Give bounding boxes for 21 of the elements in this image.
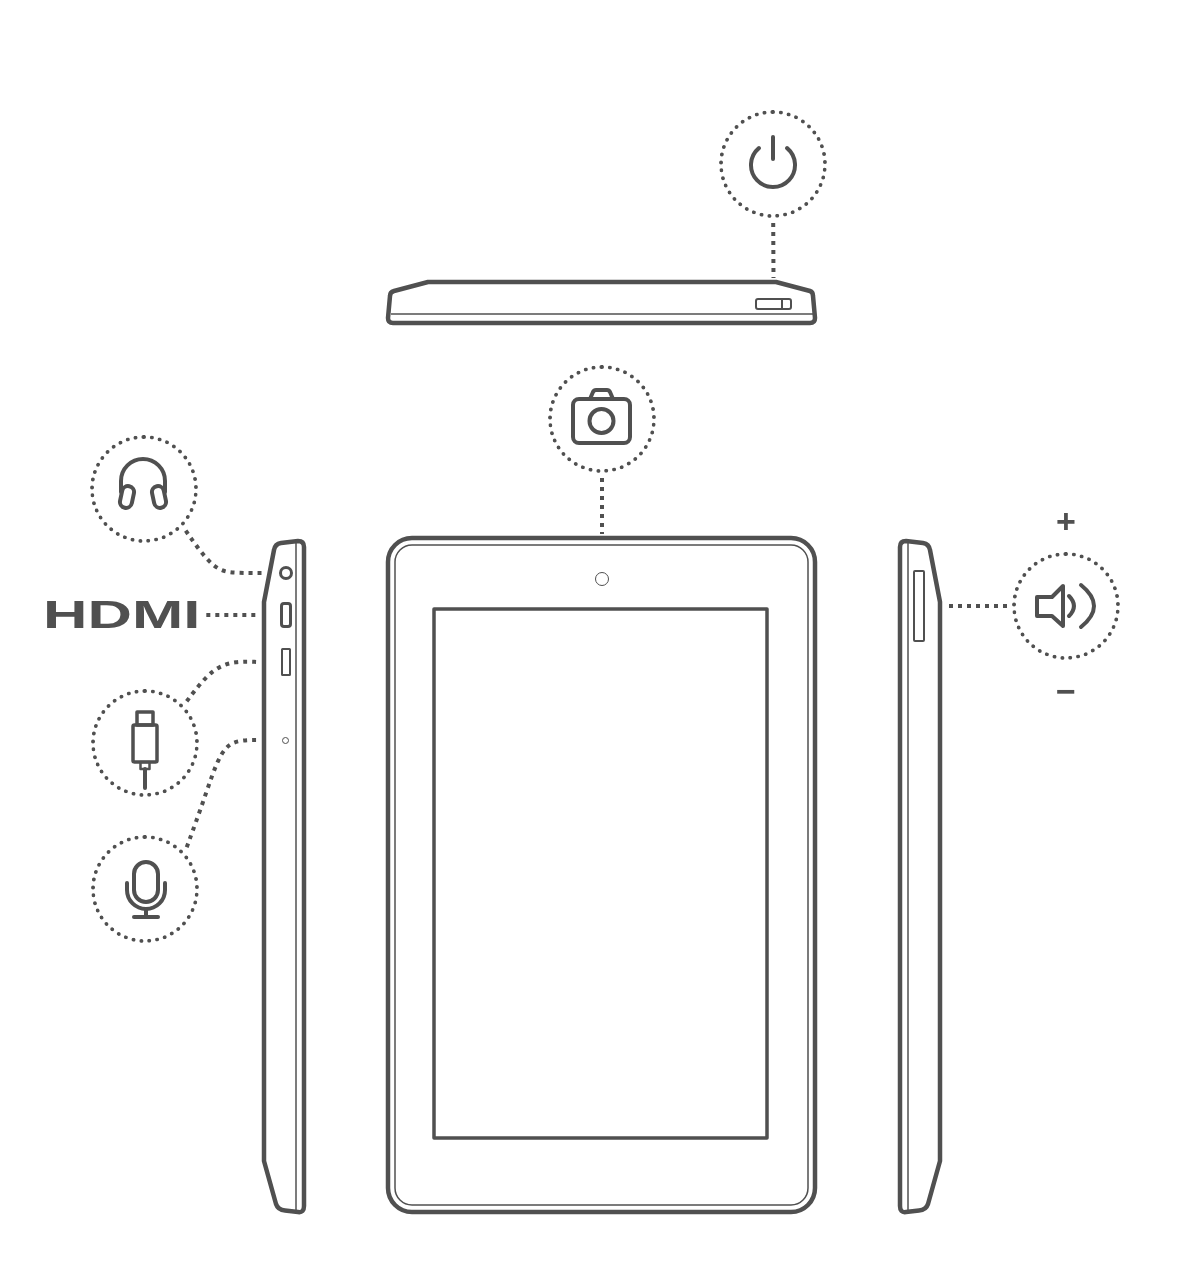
leader-line <box>771 223 776 278</box>
callout-circle <box>91 835 199 943</box>
leader-line <box>206 613 258 617</box>
volume-up-label: + <box>1056 504 1076 538</box>
callout-circle <box>90 435 198 543</box>
volume-down-label: − <box>1056 674 1076 708</box>
volume-rocker <box>913 570 925 642</box>
leader-line <box>600 478 604 534</box>
leader-line <box>184 738 258 848</box>
callout-circle <box>548 365 656 473</box>
callout-circle <box>1012 552 1120 660</box>
headphone-jack <box>279 566 293 580</box>
leader-line <box>185 659 259 703</box>
power-button <box>755 298 792 310</box>
leader-line <box>184 529 262 575</box>
callout-circle <box>91 689 199 797</box>
leader-line <box>948 604 1007 608</box>
callout-circle <box>719 110 827 218</box>
port-type-label: HDMI <box>43 596 201 634</box>
usb-port <box>281 648 291 676</box>
hdmi-port <box>280 602 292 628</box>
